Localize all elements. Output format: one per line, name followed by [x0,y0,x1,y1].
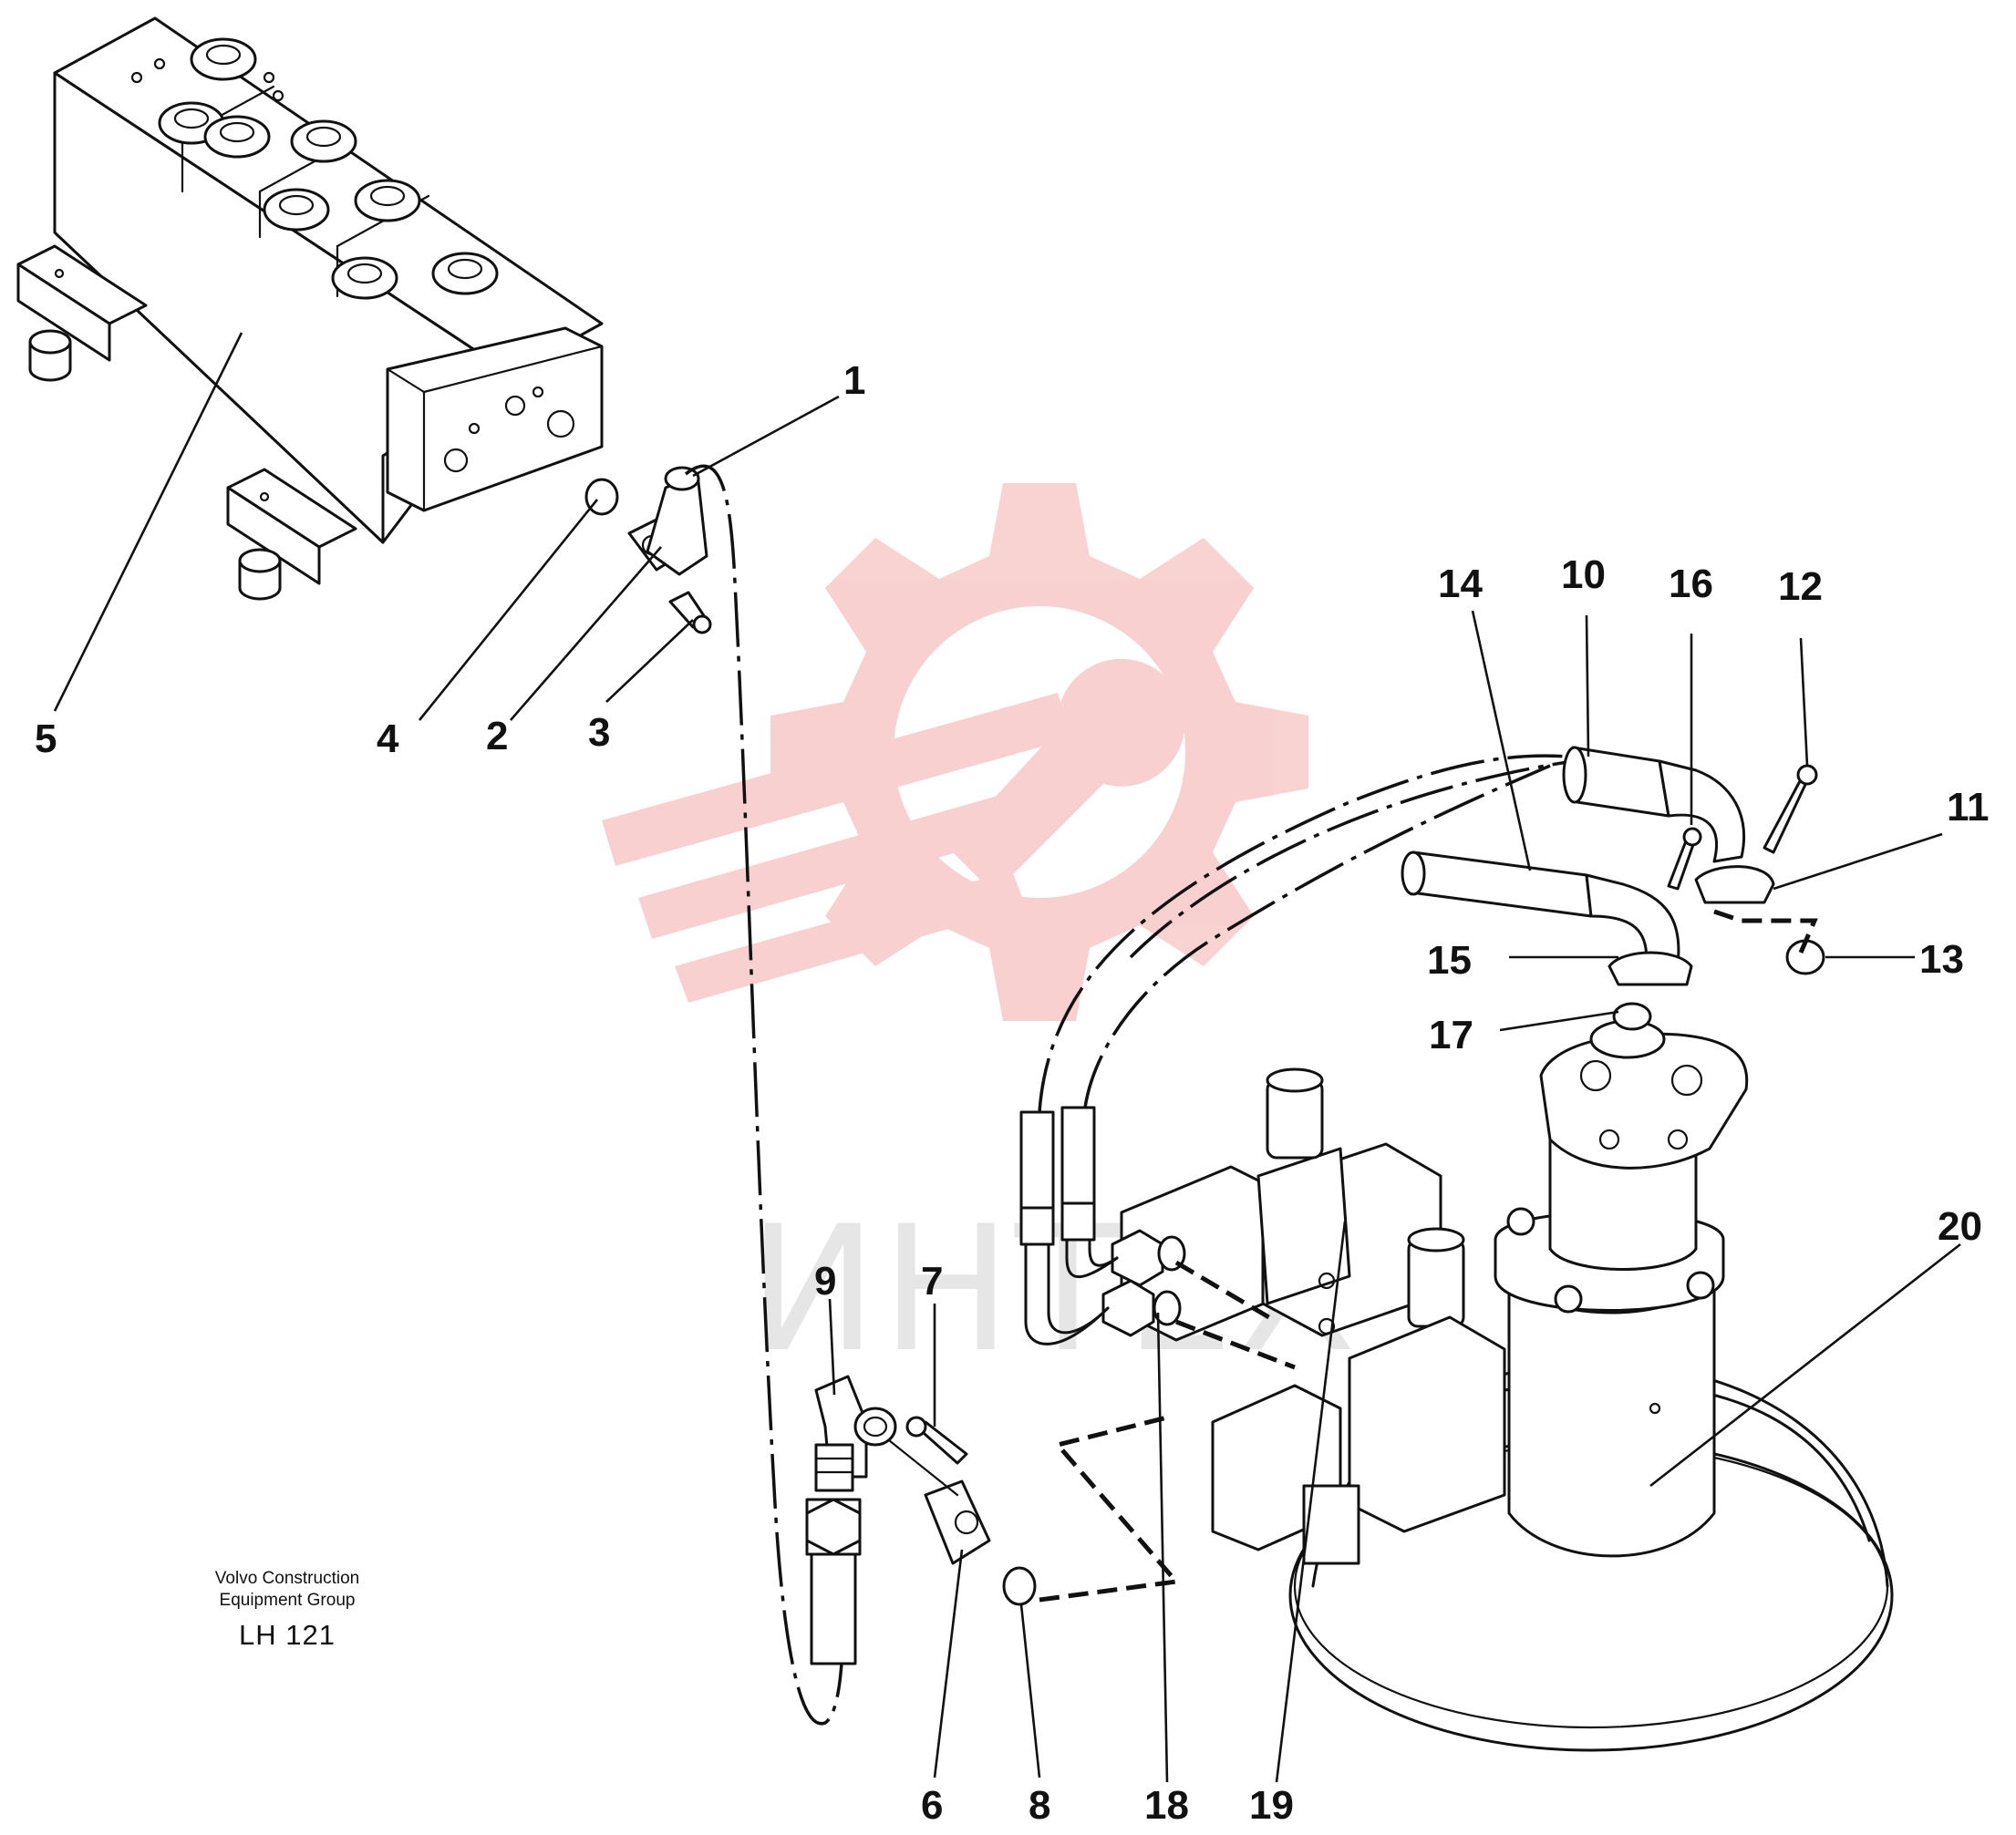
hose-14 [1411,850,1593,918]
callout-10: 10 [1561,552,1606,597]
callout-18: 18 [1144,1783,1189,1828]
gear-icon [770,483,1308,1021]
callout-7: 7 [921,1259,943,1304]
o-ring-8 [1002,1566,1037,1606]
callout-labels: 1 2 3 4 5 6 7 8 9 10 11 12 13 14 15 16 1… [35,358,1990,1828]
callout-17: 17 [1429,1013,1473,1057]
callout-6: 6 [921,1783,943,1828]
publisher-name-line2: Equipment Group [219,1591,356,1610]
callout-1: 1 [843,358,865,403]
o-ring-4 [584,478,619,516]
dashed-connection-lower [1039,1415,1181,1603]
mounting-rails [16,244,357,601]
control-valve-block [16,16,604,601]
callout-15: 15 [1427,938,1472,983]
publisher-block: Volvo Construction Equipment Group LH 12… [178,1568,397,1652]
valve-ports [130,37,499,300]
publisher-name-line1: Volvo Construction [214,1569,360,1588]
valve-fitting-assembly [584,466,712,634]
callout-2: 2 [486,714,508,758]
swing-motor-assembly [1019,754,1894,1752]
callout-3: 3 [588,710,610,755]
callout-16: 16 [1669,562,1713,606]
callout-5: 5 [35,716,57,761]
callout-19: 19 [1249,1783,1294,1828]
callout-9: 9 [814,1259,836,1304]
o-ring-17 [1612,1002,1652,1031]
flange-15 [1608,951,1693,986]
callout-12: 12 [1778,564,1823,609]
hose-return-line [684,464,845,1726]
leader-lines [53,332,1961,1783]
callout-20: 20 [1938,1204,1982,1249]
wrench-icon [948,658,1185,893]
lower-fitting-assembly [805,1375,1037,1665]
callout-8: 8 [1029,1783,1050,1828]
watermark-logo [602,483,1308,1021]
callout-4: 4 [377,716,399,761]
hose-10 [1571,746,1670,818]
flange-half-6 [924,1479,991,1565]
flange-11 [1694,865,1775,904]
upper-hose-assembly [1401,746,1825,1031]
speed-lines [602,693,1071,1003]
callout-13: 13 [1919,937,1964,982]
callout-14: 14 [1438,562,1483,606]
callout-11: 11 [1947,785,1990,830]
diagram-code: LH 121 [239,1619,336,1651]
